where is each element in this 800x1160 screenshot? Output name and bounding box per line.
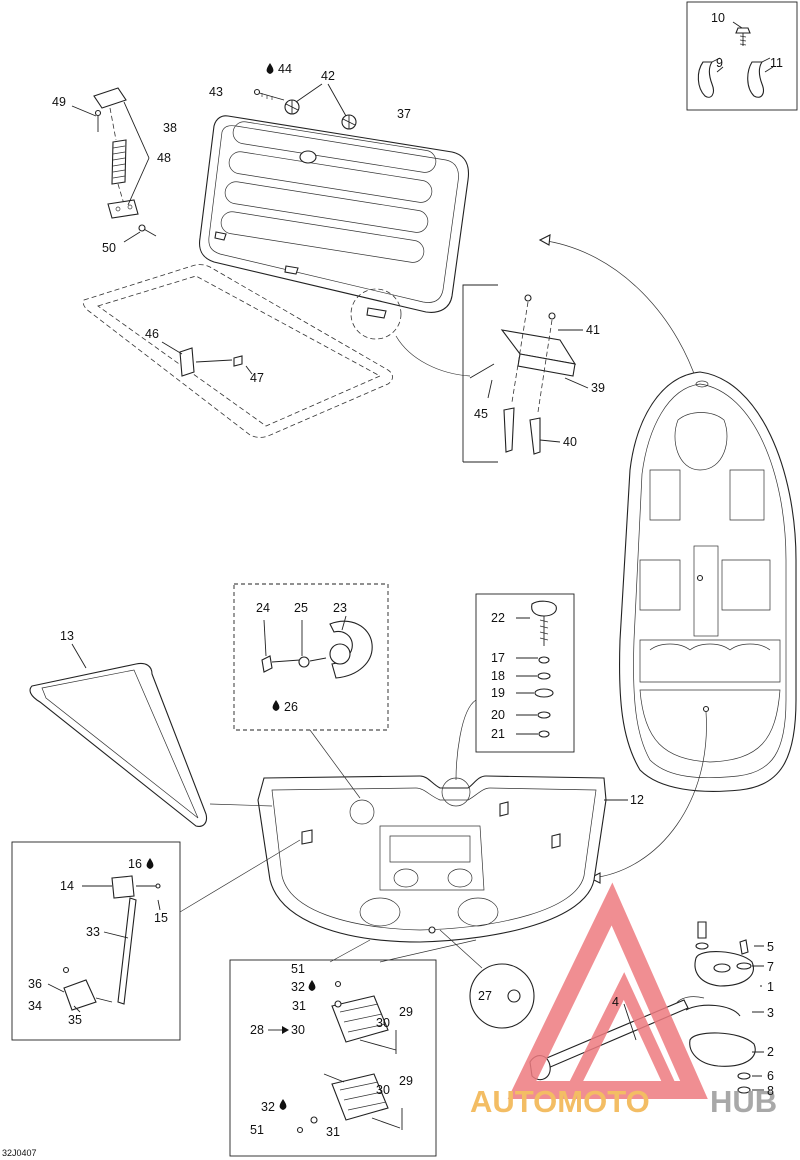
callout-9: 9 — [716, 56, 723, 70]
plug-detail-27 — [439, 929, 535, 1029]
callout-21: 21 — [491, 727, 505, 741]
callout-28: 28 — [250, 1023, 264, 1037]
callout-2: 2 — [767, 1045, 774, 1059]
callout-23: 23 — [333, 601, 347, 615]
callout-4: 4 — [612, 995, 619, 1009]
callout-31b: 31 — [326, 1125, 340, 1139]
arrow-right-icon — [538, 234, 551, 246]
bumper-detail — [233, 583, 389, 799]
hatch-cover-37 — [198, 115, 470, 340]
callout-34: 34 — [28, 999, 42, 1013]
callout-25: 25 — [294, 601, 308, 615]
screw-10 — [735, 27, 751, 46]
watermark-text-a: AUTOMOTO — [470, 1084, 650, 1119]
callout-16: 16 — [128, 857, 142, 871]
callout-30a: 30 — [291, 1023, 305, 1037]
clip-inset — [686, 1, 798, 111]
callout-7: 7 — [767, 960, 774, 974]
screw-43 — [253, 88, 285, 101]
gas-spring-48 — [71, 87, 157, 243]
leader-arc-bottom — [591, 711, 707, 879]
hinge-assembly-detail — [229, 939, 477, 1157]
arrow-right-icon — [268, 1026, 289, 1034]
leader-arc-top — [539, 239, 701, 393]
callout-47: 47 — [250, 371, 264, 385]
callout-32a: 32 — [291, 980, 305, 994]
adhesive-drop-icon — [146, 63, 316, 1110]
gasket-13 — [29, 643, 208, 827]
callout-49: 49 — [52, 95, 66, 109]
watermark-text-b: HUB — [710, 1084, 777, 1119]
callout-41: 41 — [586, 323, 600, 337]
callout-48: 48 — [157, 151, 171, 165]
storage-tray-12 — [209, 775, 628, 943]
callout-29b: 29 — [399, 1074, 413, 1088]
callout-3: 3 — [767, 1006, 774, 1020]
hinge-detail — [395, 284, 589, 463]
drain-plug-detail — [455, 593, 575, 781]
callout-44: 44 — [278, 62, 292, 76]
callout-13: 13 — [60, 629, 74, 643]
support-rod-detail — [11, 839, 301, 1041]
callout-6: 6 — [767, 1069, 774, 1083]
callout-29a: 29 — [399, 1005, 413, 1019]
callout-27: 27 — [478, 989, 492, 1003]
callout-20: 20 — [491, 708, 505, 722]
callout-36: 36 — [28, 977, 42, 991]
callout-37: 37 — [397, 107, 411, 121]
callout-14: 14 — [60, 879, 74, 893]
callout-15: 15 — [154, 911, 168, 925]
hatch-frame — [82, 264, 393, 438]
callout-30c: 30 — [376, 1083, 390, 1097]
hull-deck — [618, 371, 797, 792]
knob-42 — [284, 83, 357, 130]
bracket-assembly — [529, 921, 764, 1094]
callout-35: 35 — [68, 1013, 82, 1027]
callout-42: 42 — [321, 69, 335, 83]
callout-1: 1 — [767, 980, 774, 994]
callout-33: 33 — [86, 925, 100, 939]
callout-12: 12 — [630, 793, 644, 807]
callout-5: 5 — [767, 940, 774, 954]
callout-45: 45 — [474, 407, 488, 421]
callout-26: 26 — [284, 700, 298, 714]
callout-40: 40 — [563, 435, 577, 449]
callout-19: 19 — [491, 686, 505, 700]
callout-31a: 31 — [292, 999, 306, 1013]
clip-9 — [697, 57, 721, 98]
clip-11 — [747, 57, 771, 98]
callout-50: 50 — [102, 241, 116, 255]
watermark-logo: AUTOMOTO HUB — [470, 882, 777, 1119]
callout-22: 22 — [491, 611, 505, 625]
diagram-code: 32J0407 — [2, 1148, 37, 1158]
callout-43: 43 — [209, 85, 223, 99]
callout-17: 17 — [491, 651, 505, 665]
callout-8: 8 — [767, 1084, 774, 1098]
callout-32b: 32 — [261, 1100, 275, 1114]
callout-51a: 51 — [291, 962, 305, 976]
callout-labels: 1 2 3 4 5 6 7 8 9 10 11 12 13 14 15 16 1… — [2, 11, 783, 1158]
callout-51b: 51 — [250, 1123, 264, 1137]
callout-24: 24 — [256, 601, 270, 615]
callout-10: 10 — [711, 11, 725, 25]
callout-38: 38 — [163, 121, 177, 135]
callout-18: 18 — [491, 669, 505, 683]
callout-39: 39 — [591, 381, 605, 395]
callout-46: 46 — [145, 327, 159, 341]
callout-11: 11 — [770, 56, 783, 70]
callout-30b: 30 — [376, 1016, 390, 1030]
